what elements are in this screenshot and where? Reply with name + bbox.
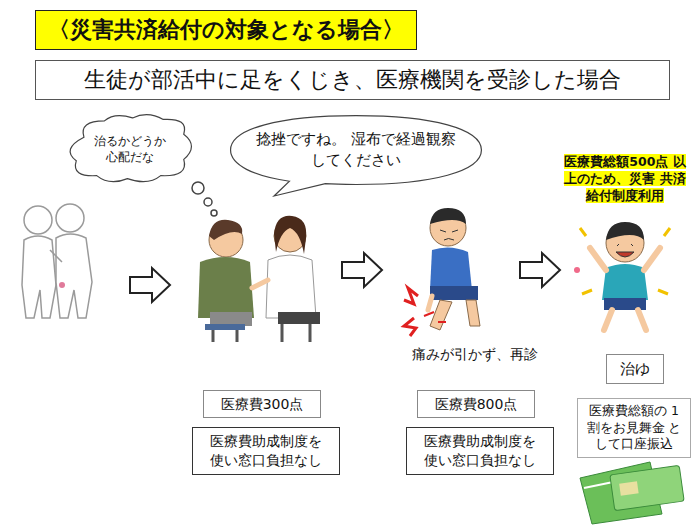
boy-in-pain: [430, 247, 472, 290]
thought-tail: [211, 210, 217, 216]
boy-in-pain: [404, 288, 418, 336]
boy-in-pain: [404, 208, 480, 336]
cost-box: 医療費300点: [203, 390, 321, 418]
node-text: 治るかどうか 心配だな: [88, 133, 172, 165]
title-text: 〈災害共済給付の対象となる場合〉: [48, 15, 404, 45]
two-people: [50, 250, 62, 262]
bankbook-card: [619, 481, 638, 495]
patient-figure: [198, 257, 254, 318]
two-people: [22, 204, 92, 318]
subsidy-box: 医療費助成制度を 使い窓口負担なし: [192, 427, 340, 475]
thought-tail: [204, 198, 212, 206]
node-text: 生徒が部活中に足をくじき、医療機関を受診した場合: [84, 65, 621, 95]
step-note: 痛みが引かず、再診: [412, 346, 538, 364]
callout-wrap: 医療費総額500点 以上のため、災害 共済給付制度利用: [559, 154, 691, 205]
cloud-outline: [70, 115, 191, 182]
doctor-figure: [274, 216, 306, 254]
speech-bubble: 捻挫ですね。 湿布で経過観察してください: [228, 114, 484, 196]
flow-arrow: [520, 253, 560, 287]
patient-figure: [205, 324, 245, 330]
bankbook-card: [580, 462, 684, 524]
two-people: [22, 236, 56, 318]
happy-boy: [580, 228, 670, 294]
node-text: 治ゆ: [620, 359, 650, 379]
cost-box: 医療費800点: [417, 390, 535, 418]
patient-figure: [213, 330, 237, 342]
payment-box: 医療費総額の 1割をお見舞金 として口座振込: [577, 398, 691, 458]
doctor-figure: [282, 324, 310, 342]
boy-in-pain: [424, 312, 446, 322]
happy-boy: [574, 267, 580, 273]
flow-arrow: [130, 253, 560, 302]
patient-figure: [209, 220, 242, 240]
boy-in-pain: [430, 300, 452, 330]
flow-arrow: [342, 253, 382, 287]
happy-boy: [616, 244, 634, 257]
two-people: [56, 234, 92, 318]
node-text: 捻挫ですね。 湿布で経過観察してください: [256, 129, 456, 170]
thought-tail: [192, 182, 204, 194]
bankbook-card: [610, 465, 684, 510]
doctor-figure: [266, 255, 316, 318]
happy-boy: [590, 248, 660, 270]
patient-figure: [198, 220, 254, 342]
happy-boy: [606, 222, 644, 240]
happy-boy: [574, 222, 670, 330]
happy-boy: [604, 310, 646, 330]
doctor-figure: [252, 280, 268, 288]
doctor-figure: [252, 216, 320, 342]
boy-in-pain: [428, 296, 432, 310]
boy-in-pain: [440, 230, 458, 240]
highlight-text: 医療費総額500点 以上のため、災害 共済給付制度利用: [564, 154, 685, 203]
node-text: 医療費助成制度を 使い窓口負担なし: [415, 432, 545, 470]
thought-tail: [192, 182, 217, 216]
node-text: 医療費総額の 1割をお見舞金 として口座振込: [583, 403, 685, 454]
two-people: [24, 206, 52, 234]
cloud-outline: [66, 112, 194, 186]
flow-arrow: [130, 268, 170, 302]
node-text: 医療費800点: [435, 395, 518, 414]
boy-in-pain: [466, 300, 480, 326]
patient-figure: [210, 312, 252, 326]
ellipse-outline: [231, 116, 482, 196]
title-box: 〈災害共済給付の対象となる場合〉: [35, 10, 417, 50]
node-text: 医療費助成制度を 使い窓口負担なし: [201, 432, 331, 470]
two-people: [56, 204, 84, 232]
subsidy-box: 医療費助成制度を 使い窓口負担なし: [406, 427, 554, 475]
boy-in-pain: [430, 208, 466, 224]
callout-note: 医療費総額500点 以上のため、災害 共済給付制度利用: [554, 150, 696, 209]
subtitle-box: 生徒が部活中に足をくじき、医療機関を受診した場合: [35, 60, 670, 100]
thought-bubble: 治るかどうか 心配だな: [66, 112, 194, 186]
doctor-figure: [278, 312, 320, 324]
boy-in-pain: [430, 286, 478, 300]
result-box: 治ゆ: [606, 354, 664, 384]
node-text: 医療費300点: [221, 395, 304, 414]
pain-mark: [59, 282, 65, 288]
